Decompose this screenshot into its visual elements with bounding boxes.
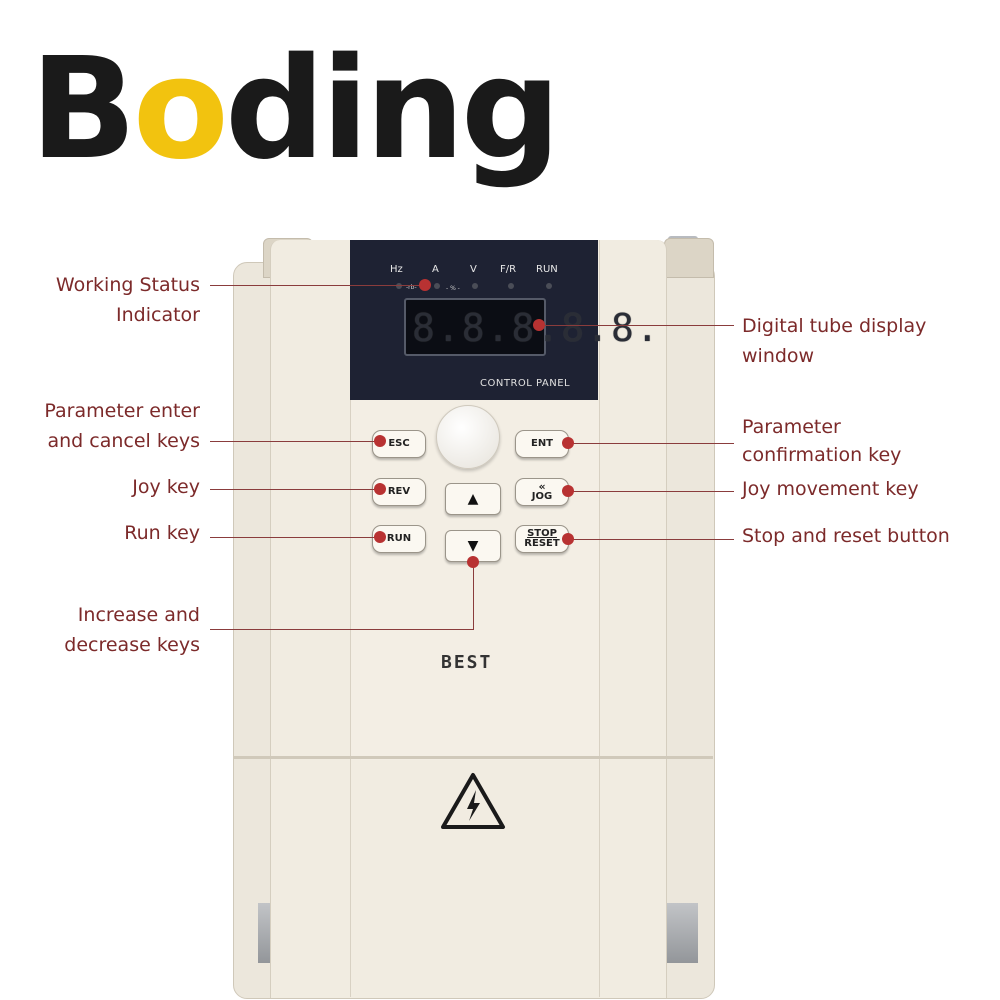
callout-pin-stop bbox=[562, 533, 574, 545]
indicator-led-run bbox=[546, 283, 552, 289]
callout-pin-run bbox=[374, 531, 386, 543]
callout-line-param-enter bbox=[210, 441, 380, 442]
callout-vline-inc-dec bbox=[473, 562, 474, 629]
callout-line-joy-key bbox=[210, 489, 380, 490]
indicator-led-a bbox=[434, 283, 440, 289]
indicator-sublabel-percent: - % - bbox=[446, 285, 460, 292]
indicator-led-fr bbox=[508, 283, 514, 289]
callout-stop-reset: Stop and reset button bbox=[742, 525, 950, 547]
brand-logo: Boding bbox=[30, 28, 561, 191]
potentiometer-knob[interactable] bbox=[436, 405, 500, 469]
callout-pin-down bbox=[467, 556, 479, 568]
brand-accent-letter: o bbox=[132, 28, 229, 191]
callout-line-working-status bbox=[210, 285, 425, 286]
lower-cover-seam bbox=[233, 756, 713, 759]
callout-line-digital-tube bbox=[538, 325, 734, 326]
digital-tube-display: 8.8.8.8.8. bbox=[404, 298, 659, 356]
callout-joy-key: Joy key bbox=[132, 476, 200, 498]
callout-line-joy-move bbox=[568, 491, 734, 492]
high-voltage-warning-icon bbox=[441, 773, 505, 829]
indicator-led-v bbox=[472, 283, 478, 289]
indicator-label-hz: Hz bbox=[390, 264, 403, 275]
callout-pin-ent bbox=[562, 437, 574, 449]
callout-pin-display bbox=[533, 319, 545, 331]
arrow-up-icon: ▲ bbox=[467, 491, 479, 507]
callout-line-param-confirm bbox=[568, 443, 734, 444]
indicator-label-a: A bbox=[432, 264, 439, 275]
callout-pin-rev bbox=[374, 483, 386, 495]
indicator-label-v: V bbox=[470, 264, 477, 275]
callout-pin-working-status bbox=[419, 279, 431, 291]
indicator-sublabel-rb: -rb- bbox=[406, 284, 417, 291]
mounting-ear-right bbox=[664, 238, 714, 278]
increase-button[interactable]: ▲ bbox=[445, 483, 501, 515]
indicator-led-hz bbox=[396, 283, 402, 289]
callout-pin-jog bbox=[562, 485, 574, 497]
callout-joy-move: Joy movement key bbox=[742, 478, 919, 500]
callout-line-inc-dec bbox=[210, 629, 474, 630]
callout-line-run-key bbox=[210, 537, 380, 538]
control-panel-title: CONTROL PANEL bbox=[480, 378, 571, 389]
callout-line-stop-reset bbox=[568, 539, 734, 540]
callout-run-key: Run key bbox=[124, 522, 200, 544]
indicator-label-fr: F/R bbox=[500, 264, 517, 275]
ent-button[interactable]: ENT bbox=[515, 430, 569, 458]
arrow-down-icon: ▼ bbox=[467, 538, 479, 554]
callout-pin-esc bbox=[374, 435, 386, 447]
best-brand-mark: BEST bbox=[441, 652, 493, 673]
lower-cover bbox=[350, 759, 600, 997]
jog-button[interactable]: «JOG bbox=[515, 478, 569, 506]
indicator-label-run: RUN bbox=[536, 264, 558, 275]
